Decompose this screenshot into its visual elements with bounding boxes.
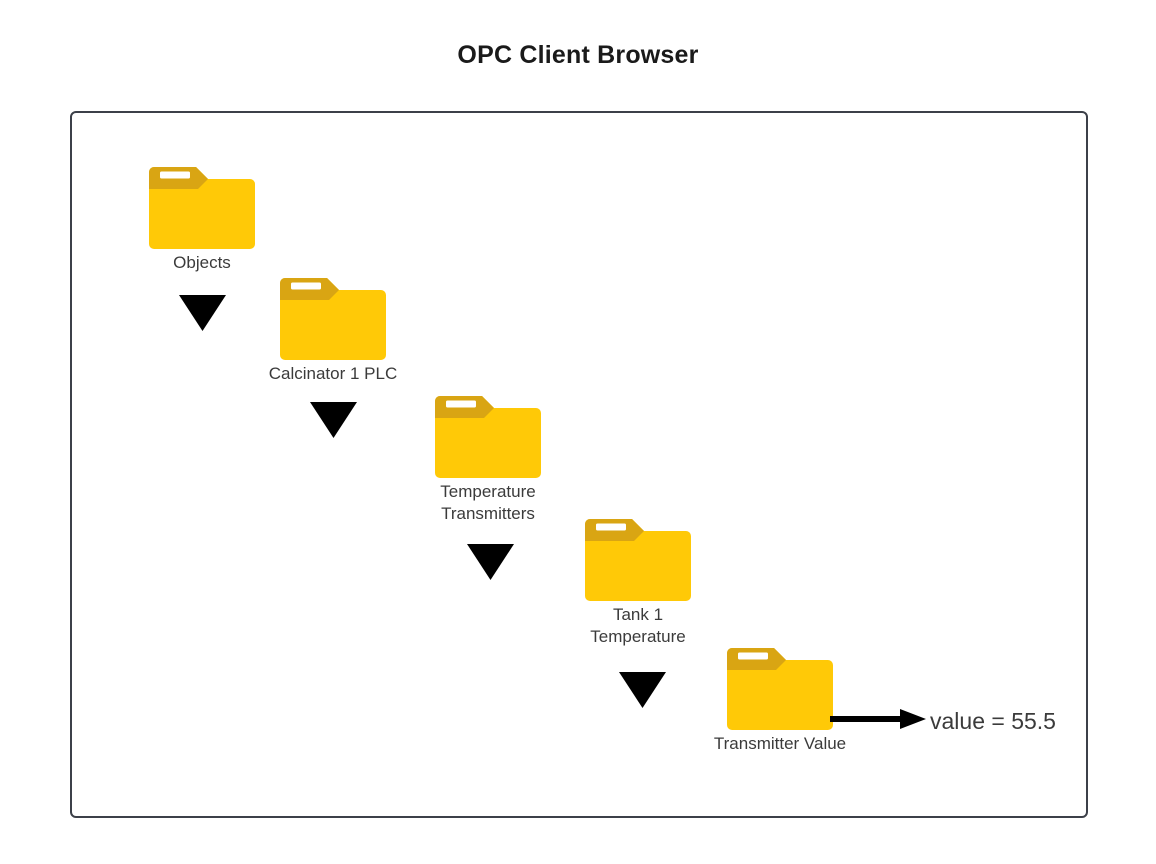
folder-icon <box>727 647 833 731</box>
node-calcinator-1-plc[interactable]: Calcinator 1 PLC <box>269 277 397 383</box>
value-readout: value = 55.5 <box>930 708 1056 734</box>
node-tank-1-temperature[interactable]: Tank 1 Temperature <box>585 518 691 646</box>
triangle-down-icon <box>619 672 666 708</box>
folder-icon <box>435 395 541 479</box>
diagram-canvas: Objects Calcinator 1 PLC <box>70 111 1088 818</box>
folder-icon <box>149 166 255 250</box>
folder-icon <box>585 518 691 602</box>
node-label: Temperature Transmitters <box>440 482 536 523</box>
node-label: Calcinator 1 PLC <box>268 364 398 383</box>
node-transmitter-value[interactable]: Transmitter Value <box>714 647 846 753</box>
node-temperature-transmitters[interactable]: Temperature Transmitters <box>435 395 541 523</box>
triangle-down-icon <box>467 544 514 580</box>
node-label: Transmitter Value <box>713 734 847 753</box>
triangle-down-icon <box>310 402 357 438</box>
node-objects[interactable]: Objects <box>149 166 255 272</box>
node-label: Tank 1 Temperature <box>590 605 686 646</box>
node-label: Objects <box>173 253 231 272</box>
arrow-right-icon <box>830 708 926 730</box>
page-title: OPC Client Browser <box>457 41 699 69</box>
folder-icon <box>280 277 386 361</box>
triangle-down-icon <box>179 295 226 331</box>
